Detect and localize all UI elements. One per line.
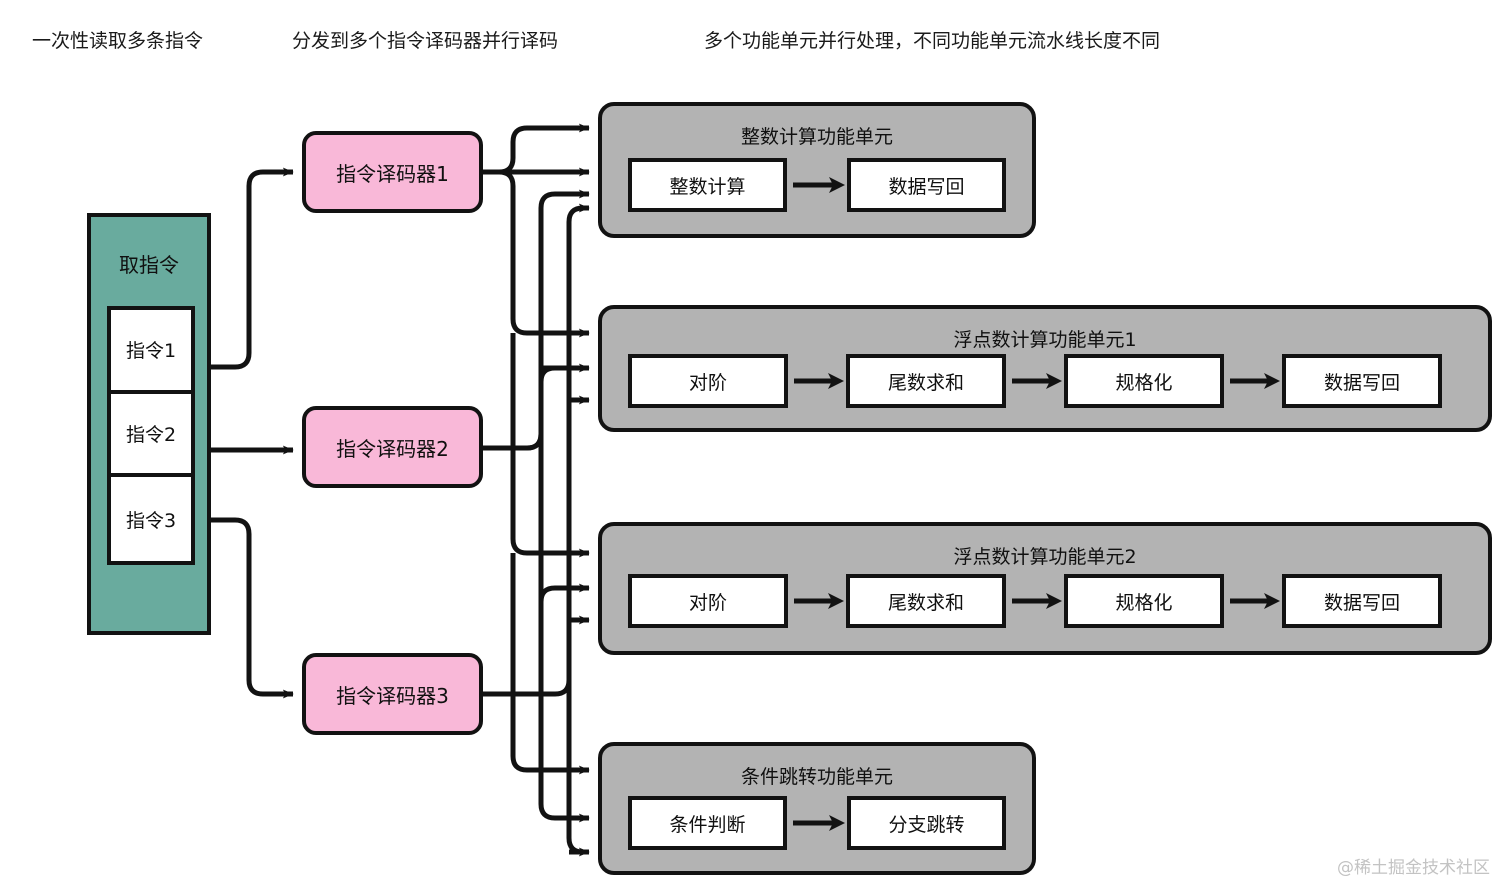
pipeline-stage[interactable]: 数据写回 (1282, 354, 1442, 408)
fetch-stage-block: 取指令 指令1 指令2 指令3 (87, 213, 211, 635)
caption-fetch: 一次性读取多条指令 (32, 30, 204, 52)
functional-unit-integer-title: 整数计算功能单元 (740, 126, 893, 148)
pipeline-stage[interactable]: 规格化 (1064, 354, 1224, 408)
fetch-stage-title: 取指令 (119, 253, 179, 277)
instruction-item-2[interactable]: 指令2 (111, 393, 191, 478)
pipeline-row-branch: 条件判断 分支跳转 (602, 796, 1032, 850)
pipeline-stage[interactable]: 整数计算 (628, 158, 787, 212)
functional-unit-float-1-title: 浮点数计算功能单元1 (953, 329, 1137, 351)
caption-decode: 分发到多个指令译码器并行译码 (292, 30, 559, 52)
pipeline-stage[interactable]: 数据写回 (847, 158, 1006, 212)
pipeline-stage[interactable]: 分支跳转 (847, 796, 1006, 850)
functional-unit-integer: 整数计算功能单元 整数计算 数据写回 (598, 102, 1036, 238)
pipeline-row-float-2: 对阶 尾数求和 规格化 数据写回 (602, 574, 1488, 628)
watermark: @稀土掘金技术社区 (1337, 858, 1490, 878)
instruction-item-3[interactable]: 指令3 (111, 477, 191, 561)
pipeline-arrow-icon (788, 574, 846, 628)
pipeline-stage[interactable]: 规格化 (1064, 574, 1224, 628)
pipeline-row-integer: 整数计算 数据写回 (602, 158, 1032, 212)
pipeline-stage[interactable]: 数据写回 (1282, 574, 1442, 628)
functional-unit-branch-title: 条件跳转功能单元 (740, 766, 893, 788)
functional-unit-float-1: 浮点数计算功能单元1 对阶 尾数求和 规格化 (598, 305, 1492, 432)
pipeline-arrow-icon (1006, 574, 1064, 628)
pipeline-arrow-icon (787, 796, 847, 850)
pipeline-arrow-icon (788, 354, 846, 408)
decoder-node-2[interactable]: 指令译码器2 (302, 406, 483, 488)
pipeline-arrow-icon (1006, 354, 1064, 408)
decoder-node-1[interactable]: 指令译码器1 (302, 131, 483, 213)
pipeline-arrow-icon (1224, 354, 1282, 408)
pipeline-stage[interactable]: 对阶 (628, 574, 788, 628)
pipeline-stage[interactable]: 尾数求和 (846, 574, 1006, 628)
functional-unit-float-2: 浮点数计算功能单元2 对阶 尾数求和 规格化 (598, 522, 1492, 655)
decoder-node-3[interactable]: 指令译码器3 (302, 653, 483, 735)
pipeline-arrow-icon (787, 158, 847, 212)
instruction-item-1[interactable]: 指令1 (111, 310, 191, 394)
pipeline-arrow-icon (1224, 574, 1282, 628)
pipeline-stage[interactable]: 尾数求和 (846, 354, 1006, 408)
pipeline-stage[interactable]: 条件判断 (628, 796, 787, 850)
functional-unit-branch: 条件跳转功能单元 条件判断 分支跳转 (598, 742, 1036, 875)
pipeline-row-float-1: 对阶 尾数求和 规格化 数据写回 (602, 354, 1488, 408)
caption-execute: 多个功能单元并行处理，不同功能单元流水线长度不同 (704, 30, 1161, 52)
functional-unit-float-2-title: 浮点数计算功能单元2 (953, 546, 1137, 568)
pipeline-stage[interactable]: 对阶 (628, 354, 788, 408)
instruction-queue: 指令1 指令2 指令3 (107, 306, 195, 565)
